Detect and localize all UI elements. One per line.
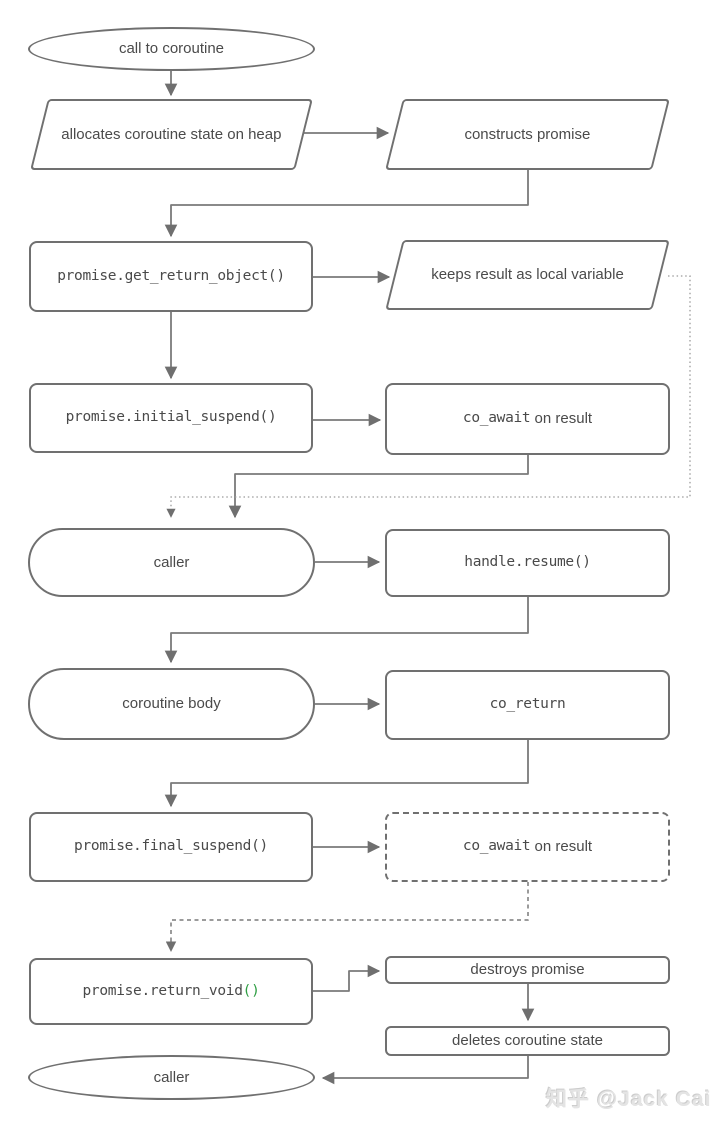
- node-label: promise.get_return_object(): [57, 267, 285, 284]
- node-label: caller: [153, 553, 190, 571]
- connector-return-void-to-destroys-promise: [313, 964, 381, 992]
- node-co-await-on-result: co_await on result: [385, 383, 670, 455]
- node-label: call to coroutine: [118, 40, 225, 57]
- node-handle-resume: handle.resume(): [385, 529, 670, 597]
- connector-handle-resume-to-coroutine-body: [164, 597, 529, 664]
- node-label-rest: on result: [530, 410, 593, 427]
- node-co-return: co_return: [385, 670, 670, 740]
- node-constructs-promise: constructs promise: [385, 99, 670, 170]
- node-coroutine-body: coroutine body: [28, 668, 315, 740]
- node-initial-suspend: promise.initial_suspend(): [29, 383, 313, 453]
- node-label: deletes coroutine state: [452, 1032, 603, 1049]
- node-allocates-coroutine-state: allocates coroutine state on heap: [30, 99, 313, 170]
- node-get-return-object: promise.get_return_object(): [29, 241, 313, 312]
- connector-co-await-final-to-return-void-dashed: [165, 882, 529, 953]
- connector-deletes-state-to-caller-end: [321, 1056, 529, 1085]
- node-caller-mid: caller: [28, 528, 315, 597]
- node-label: constructs promise: [464, 125, 591, 143]
- node-label-parens: (): [242, 982, 260, 999]
- watermark: 知乎 @Jack Cai: [546, 1088, 712, 1111]
- connector-co-return-to-final-suspend: [164, 740, 529, 808]
- node-label: promise.final_suspend(): [74, 838, 268, 855]
- connector-construct-to-get-return-object: [164, 170, 529, 238]
- node-label: handle.resume(): [464, 554, 591, 571]
- node-label-code: co_await: [462, 410, 531, 427]
- node-label: promise.initial_suspend(): [65, 409, 277, 426]
- node-caller-end: caller: [28, 1055, 315, 1100]
- node-label-code: co_await: [462, 838, 531, 855]
- node-label-rest: on result: [530, 838, 593, 855]
- node-co-await-on-result-final: co_await on result: [385, 812, 670, 882]
- node-label: co_return: [489, 696, 566, 713]
- node-label-code: promise.return_void: [82, 982, 243, 999]
- node-return-void: promise.return_void(): [29, 958, 313, 1025]
- node-destroys-promise: destroys promise: [385, 956, 670, 984]
- node-label: coroutine body: [122, 695, 221, 712]
- node-keeps-result-local-variable: keeps result as local variable: [385, 240, 670, 310]
- node-final-suspend: promise.final_suspend(): [29, 812, 313, 882]
- node-label: keeps result as local variable: [431, 266, 624, 283]
- node-deletes-coroutine-state: deletes coroutine state: [385, 1026, 670, 1056]
- node-call-to-coroutine: call to coroutine: [28, 27, 315, 71]
- node-label: destroys promise: [470, 961, 585, 978]
- connector-co-await-to-caller: [228, 455, 529, 519]
- node-label: allocates coroutine state on heap: [61, 125, 282, 143]
- node-label: caller: [153, 1068, 190, 1086]
